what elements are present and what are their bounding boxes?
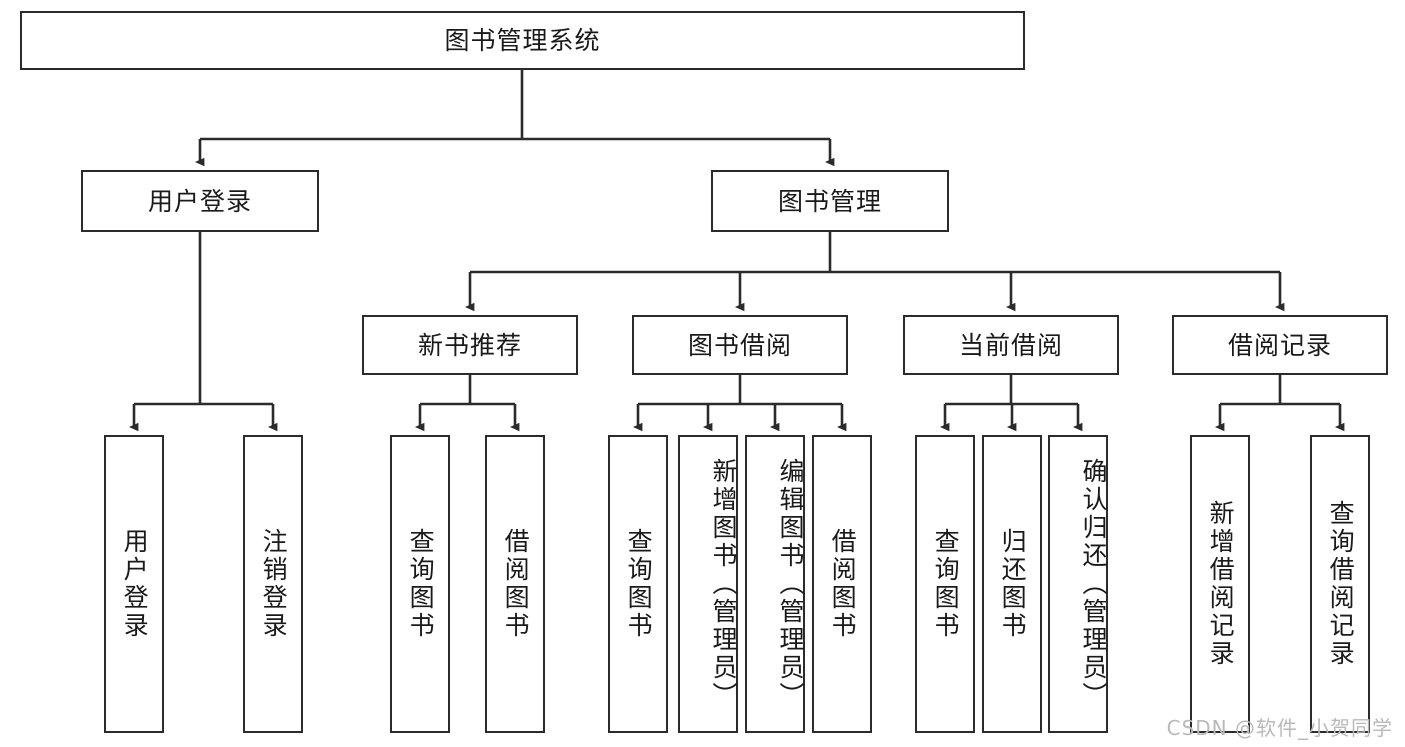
leaf-confirm-return-admin[interactable]: 确认归还（管理员） <box>1048 435 1108 733</box>
leaf-label: 查询图书 <box>406 528 436 640</box>
leaf-label: 借阅图书 <box>501 528 531 640</box>
leaf-borrow-book-recommend[interactable]: 借阅图书 <box>485 435 545 733</box>
node-user-login[interactable]: 用户登录 <box>81 170 319 232</box>
csdn-watermark: CSDN @软件_小贺同学 <box>1166 716 1393 740</box>
leaf-label: 借阅图书 <box>828 528 858 640</box>
leaf-query-borrow-record[interactable]: 查询借阅记录 <box>1310 435 1370 733</box>
node-borrow-record[interactable]: 借阅记录 <box>1172 315 1388 375</box>
leaf-label: 编辑图书（管理员） <box>776 458 805 710</box>
leaf-query-book-borrow[interactable]: 查询图书 <box>608 435 668 733</box>
leaf-label: 查询借阅记录 <box>1326 500 1356 668</box>
node-book-management[interactable]: 图书管理 <box>711 170 949 232</box>
leaf-label: 注销登录 <box>259 528 289 640</box>
leaf-return-book[interactable]: 归还图书 <box>982 435 1042 733</box>
leaf-query-book-recommend[interactable]: 查询图书 <box>390 435 450 733</box>
leaf-label: 新增借阅记录 <box>1206 500 1236 668</box>
leaf-label: 确认归还（管理员） <box>1079 458 1108 710</box>
node-book-borrow[interactable]: 图书借阅 <box>632 315 848 375</box>
leaf-user-login[interactable]: 用户登录 <box>104 435 164 733</box>
leaf-query-book-current[interactable]: 查询图书 <box>915 435 975 733</box>
node-root[interactable]: 图书管理系统 <box>20 11 1025 70</box>
leaf-borrow-book[interactable]: 借阅图书 <box>812 435 872 733</box>
leaf-edit-book-admin[interactable]: 编辑图书（管理员） <box>745 435 805 733</box>
leaf-label: 查询图书 <box>624 528 654 640</box>
leaf-label: 用户登录 <box>120 528 150 640</box>
leaf-add-book-admin[interactable]: 新增图书（管理员） <box>678 435 738 733</box>
node-current-borrow[interactable]: 当前借阅 <box>903 315 1119 375</box>
leaf-label: 查询图书 <box>931 528 961 640</box>
node-new-book-recommend[interactable]: 新书推荐 <box>362 315 578 375</box>
leaf-logout-login[interactable]: 注销登录 <box>243 435 303 733</box>
leaf-label: 新增图书（管理员） <box>709 458 738 710</box>
leaf-add-borrow-record[interactable]: 新增借阅记录 <box>1190 435 1250 733</box>
leaf-label: 归还图书 <box>998 528 1028 640</box>
